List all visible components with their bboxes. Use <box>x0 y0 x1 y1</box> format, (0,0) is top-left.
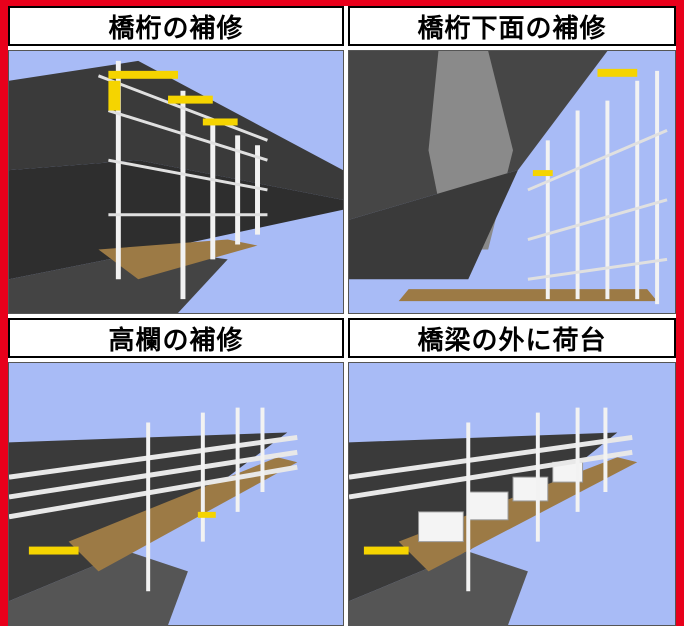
panel-railing-repair: 高欄の補修 <box>8 318 344 626</box>
panel-title: 高欄の補修 <box>8 318 344 358</box>
panel-title: 橋桁の補修 <box>8 6 344 46</box>
panel-girder-repair: 橋桁の補修 <box>8 6 344 314</box>
content-area: 橋桁の補修 <box>8 6 676 626</box>
scaffold-illustration <box>8 362 344 626</box>
panel-title: 橋梁の外に荷台 <box>348 318 676 358</box>
panel-platform-outside-bridge: 橋梁の外に荷台 <box>348 318 676 626</box>
scaffold-illustration <box>348 362 676 626</box>
scaffold-illustration <box>348 50 676 314</box>
panel-girder-underside-repair: 橋桁下面の補修 <box>348 6 676 314</box>
panel-title: 橋桁下面の補修 <box>348 6 676 46</box>
scaffold-illustration <box>8 50 344 314</box>
